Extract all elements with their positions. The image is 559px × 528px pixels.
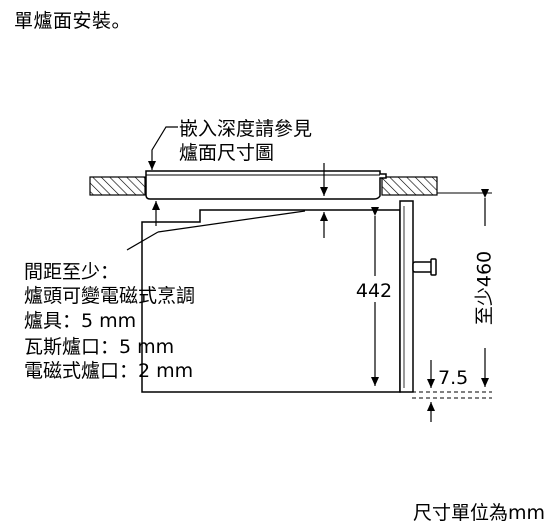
clearance-leader-center (157, 210, 306, 233)
clearance-line2: 爐頭可變電磁式烹調 (24, 285, 195, 307)
oven-knob-cap (430, 258, 437, 276)
page-title: 單爐面安裝。 (14, 10, 132, 32)
dim-460-label: 至少460 (474, 251, 496, 325)
clearance-line4: 瓦斯爐口：5 mm (24, 336, 174, 358)
clearance-line1: 間距至少： (24, 261, 119, 283)
oven-door (399, 200, 414, 393)
depth-callout-line2: 爐面尺寸圖 (179, 142, 274, 164)
dim-442-label: 442 (356, 280, 392, 302)
dim-7-5-label: 7.5 (438, 367, 468, 389)
clearance-line5: 電磁式爐口：2 mm (24, 360, 193, 382)
depth-callout-leader (148, 126, 178, 170)
depth-callout-line1: 嵌入深度請參見 (179, 118, 312, 140)
unit-note: 尺寸單位為mm (412, 502, 545, 524)
oven-knob (412, 261, 434, 273)
countertop-left (89, 176, 146, 196)
dim-442-bg (352, 276, 396, 302)
clearance-line3: 爐具：5 mm (24, 310, 136, 332)
countertop-right (381, 176, 438, 196)
clearance-leader-left (126, 231, 159, 251)
